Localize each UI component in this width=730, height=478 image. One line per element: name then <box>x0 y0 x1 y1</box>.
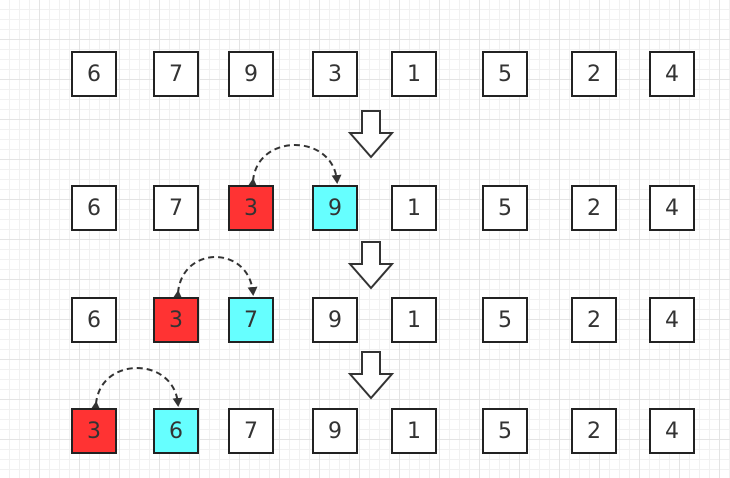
array-cell: 1 <box>391 408 437 454</box>
array-cell: 6 <box>153 408 199 454</box>
down-arrow-icon <box>347 110 395 159</box>
array-cell: 1 <box>391 185 437 231</box>
array-cell: 5 <box>482 297 528 343</box>
array-cell: 3 <box>153 297 199 343</box>
array-cell: 6 <box>71 51 117 97</box>
array-cell: 1 <box>391 51 437 97</box>
swap-arrow <box>247 144 342 188</box>
array-cell: 7 <box>153 185 199 231</box>
array-cell: 3 <box>228 185 274 231</box>
array-cell: 4 <box>649 51 695 97</box>
array-cell: 4 <box>649 185 695 231</box>
array-cell: 5 <box>482 185 528 231</box>
array-cell: 9 <box>228 51 274 97</box>
array-cell: 7 <box>228 297 274 343</box>
array-cell: 4 <box>649 408 695 454</box>
array-cell: 3 <box>71 408 117 454</box>
down-arrow-icon <box>347 351 395 400</box>
array-cell: 2 <box>571 408 617 454</box>
array-cell: 5 <box>482 51 528 97</box>
array-cell: 7 <box>228 408 274 454</box>
array-cell: 9 <box>312 297 358 343</box>
array-cell: 2 <box>571 51 617 97</box>
array-cell: 4 <box>649 297 695 343</box>
array-cell: 9 <box>312 185 358 231</box>
array-cell: 3 <box>312 51 358 97</box>
array-cell: 2 <box>571 185 617 231</box>
array-cell: 1 <box>391 297 437 343</box>
down-arrow-icon <box>347 241 395 290</box>
swap-arrow <box>172 256 258 300</box>
array-cell: 6 <box>71 297 117 343</box>
array-cell: 2 <box>571 297 617 343</box>
array-cell: 5 <box>482 408 528 454</box>
swap-arrow <box>90 367 183 411</box>
array-cell: 6 <box>71 185 117 231</box>
array-cell: 7 <box>153 51 199 97</box>
array-cell: 9 <box>312 408 358 454</box>
